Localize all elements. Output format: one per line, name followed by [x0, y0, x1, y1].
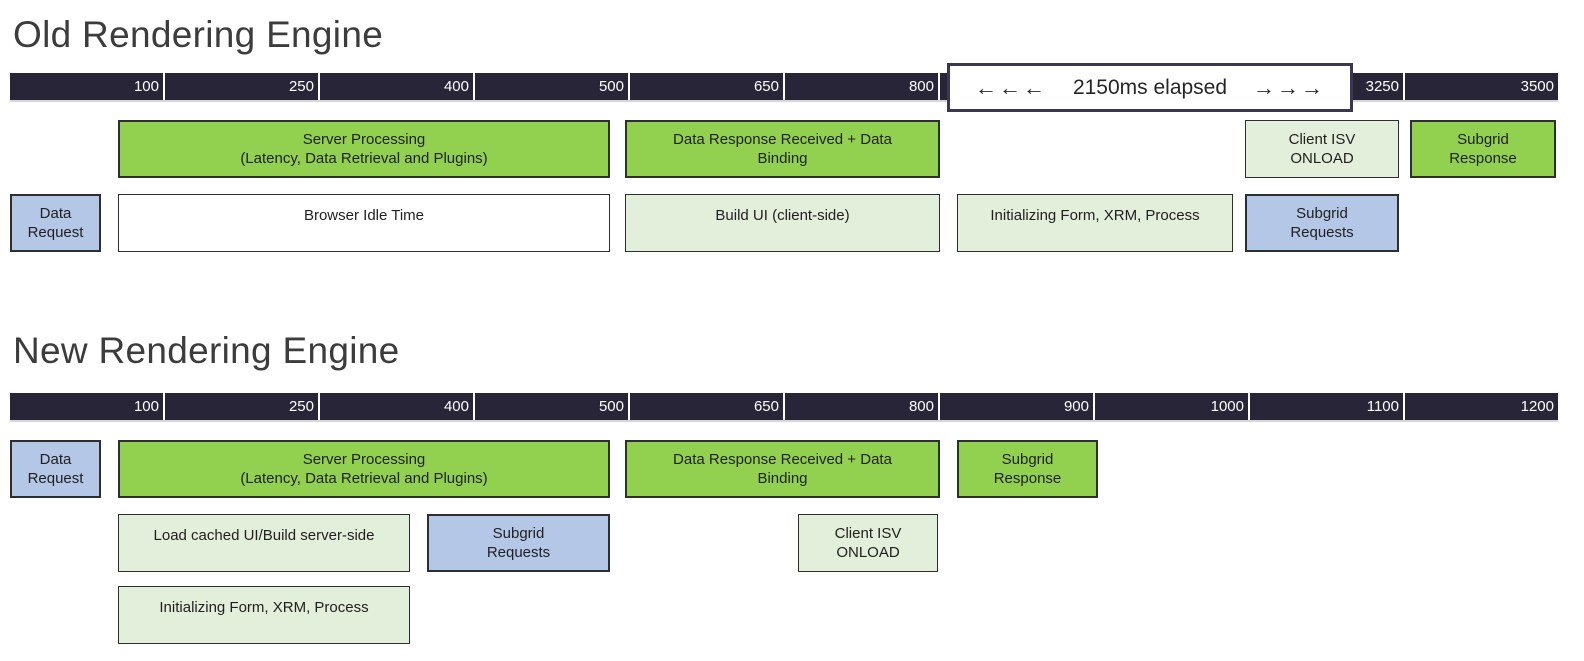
- new-timeline-tick-1100: 1100: [1250, 393, 1405, 420]
- old-block-initializing-form-xrm-process: Initializing Form, XRM, Process: [957, 194, 1233, 252]
- old-block-browser-idle-time: Browser Idle Time: [118, 194, 610, 252]
- new-timeline-tick-900: 900: [940, 393, 1095, 420]
- old-timeline-tick-100: 100: [10, 73, 165, 100]
- new-timeline-tick-800: 800: [785, 393, 940, 420]
- old-timeline-tick-3500: 3500: [1520, 78, 1554, 95]
- old-timeline-tick-250: 250: [165, 73, 320, 100]
- new-block-initializing-form-xrm-process: Initializing Form, XRM, Process: [118, 586, 410, 644]
- elapsed-time-callout: ←←← 2150ms elapsed →→→: [947, 63, 1353, 112]
- new-timeline-tick-650: 650: [630, 393, 785, 420]
- old-block-subgrid-response: Subgrid Response: [1410, 120, 1556, 178]
- elapsed-label: 2150ms elapsed: [1072, 75, 1228, 99]
- new-block-load-cached-ui: Load cached UI/Build server-side: [118, 514, 410, 572]
- new-timeline-tick-400: 400: [320, 393, 475, 420]
- old-block-server-processing: Server Processing (Latency, Data Retriev…: [118, 120, 610, 178]
- elapsed-right-arrows-icon: →→→: [1253, 74, 1326, 100]
- old-timeline-tick-3250: 3250: [1250, 73, 1405, 100]
- new-timeline-tick-250: 250: [165, 393, 320, 420]
- new-block-server-processing: Server Processing (Latency, Data Retriev…: [118, 440, 610, 498]
- old-block-data-request: Data Request: [10, 194, 101, 252]
- old-timeline-tick-500: 500: [475, 73, 630, 100]
- old-timeline-tick-800: 800: [785, 73, 940, 100]
- new-timeline-tick-500: 500: [475, 393, 630, 420]
- new-block-data-request: Data Request: [10, 440, 101, 498]
- old-block-subgrid-requests: Subgrid Requests: [1245, 194, 1399, 252]
- new-timeline-tick-1200: 1200: [1520, 398, 1554, 415]
- new-block-client-isv-onload: Client ISV ONLOAD: [798, 514, 938, 572]
- old-engine-title: Old Rendering Engine: [13, 14, 384, 55]
- new-block-subgrid-response: Subgrid Response: [957, 440, 1098, 498]
- old-timeline-tick-650: 650: [630, 73, 785, 100]
- old-block-build-ui-client-side: Build UI (client-side): [625, 194, 940, 252]
- new-timeline-tick-1000: 1000: [1095, 393, 1250, 420]
- elapsed-left-arrows-icon: ←←←: [974, 74, 1047, 100]
- new-block-data-response-binding: Data Response Received + Data Binding: [625, 440, 940, 498]
- new-block-subgrid-requests: Subgrid Requests: [427, 514, 610, 572]
- old-block-data-response-binding: Data Response Received + Data Binding: [625, 120, 940, 178]
- new-engine-title: New Rendering Engine: [13, 330, 400, 371]
- old-timeline-tick-400: 400: [320, 73, 475, 100]
- new-timeline-tick-100: 100: [10, 393, 165, 420]
- old-block-client-isv-onload: Client ISV ONLOAD: [1245, 120, 1399, 178]
